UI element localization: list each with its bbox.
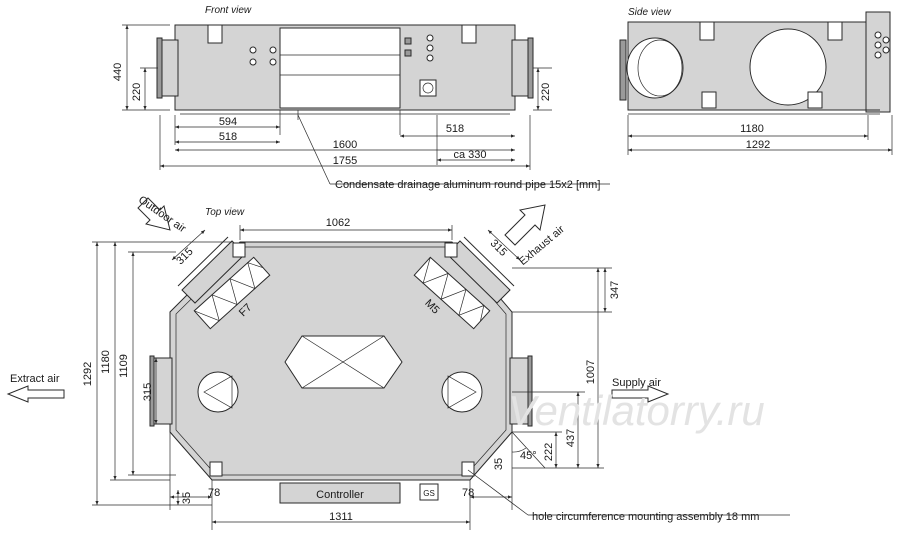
top-bracket (209, 461, 223, 477)
controller-box (279, 482, 401, 504)
side-bracket (699, 21, 715, 41)
dim-222: 222 (543, 443, 555, 461)
dim-35-right: 35 (493, 458, 505, 470)
front-connector (426, 34, 434, 42)
dim-78-right: 78 (462, 487, 474, 499)
side-duct-opening (749, 28, 827, 106)
top-bracket (461, 461, 475, 477)
dim-315-top-right: 315 (488, 237, 509, 258)
front-connector (269, 58, 277, 66)
dim-347: 347 (609, 281, 621, 299)
front-connector (269, 46, 277, 54)
front-left-spigot (159, 39, 179, 97)
dim-220-right: 220 (540, 83, 552, 101)
front-terminal (404, 49, 412, 57)
top-view: Top view F7 M5 (6, 194, 790, 530)
filter-m5 (413, 256, 491, 330)
front-view: Front view 440 (112, 5, 610, 191)
side-view: Side view 1180 1292 (619, 7, 893, 155)
outdoor-air-arrow (137, 197, 171, 231)
mounting-label: hole circumference mounting assembly 18 … (532, 511, 759, 523)
dim-1292-top: 1292 (82, 362, 94, 386)
dim-78-left: 78 (208, 487, 220, 499)
front-connector (426, 54, 434, 62)
dim-440: 440 (112, 63, 124, 81)
supply-air-arrow (611, 385, 670, 403)
dim-ca-330: ca 330 (453, 149, 486, 161)
front-bracket-right (461, 24, 477, 44)
side-latch (701, 91, 717, 109)
front-main-switch (419, 79, 437, 97)
controller-label: Controller (316, 489, 364, 501)
extract-air-arrow (6, 385, 65, 403)
dim-518-left: 518 (219, 131, 237, 143)
top-left-side-spigot (151, 357, 173, 425)
front-right-spigot (511, 39, 531, 97)
top-view-title: Top view (205, 207, 245, 218)
dim-220-left: 220 (131, 83, 143, 101)
dim-1007: 1007 (585, 360, 597, 384)
front-connector (249, 46, 257, 54)
top-bracket (232, 242, 246, 258)
outdoor-air-label: Outdoor air (136, 194, 188, 236)
front-bracket-left (207, 24, 223, 44)
dim-518-right: 518 (446, 123, 464, 135)
dim-315-left: 315 (142, 383, 154, 401)
dim-1600: 1600 (333, 139, 357, 151)
side-dim-1180: 1180 (740, 123, 764, 135)
side-bracket (827, 21, 843, 41)
dim-1311: 1311 (329, 511, 353, 523)
fan-left (197, 371, 239, 413)
filter-f7 (193, 256, 271, 330)
gs-box (419, 483, 439, 501)
side-dim-1292: 1292 (746, 139, 770, 151)
gs-label: GS (423, 489, 435, 498)
front-connector (249, 58, 257, 66)
dim-1109: 1109 (118, 354, 130, 378)
dim-437: 437 (565, 429, 577, 447)
side-control-block (865, 11, 891, 113)
watermark: Ventilatorry.ru (508, 387, 765, 434)
front-right-spigot-ring (527, 37, 534, 99)
exhaust-air-arrow (504, 204, 546, 246)
side-view-title: Side view (628, 7, 672, 18)
top-bracket (444, 242, 458, 258)
dim-1755: 1755 (333, 155, 357, 167)
dim-45-deg: 45° (520, 450, 537, 462)
extract-air-label: Extract air (10, 373, 60, 385)
front-service-panel (279, 27, 401, 109)
side-left-spigot (619, 39, 627, 101)
condensate-label: Condensate drainage aluminum round pipe … (335, 179, 600, 191)
dim-1062: 1062 (326, 217, 350, 229)
dim-35-bottom: 35 (181, 492, 193, 504)
dim-1180-top: 1180 (100, 350, 112, 374)
side-latch (807, 91, 823, 109)
exhaust-air-label: Exhaust air (517, 223, 567, 268)
front-terminal (404, 37, 412, 45)
dim-594: 594 (219, 116, 237, 128)
front-view-title: Front view (205, 5, 252, 16)
dim-315-top-left: 315 (174, 246, 195, 267)
front-connector (426, 44, 434, 52)
fan-right (441, 371, 483, 413)
